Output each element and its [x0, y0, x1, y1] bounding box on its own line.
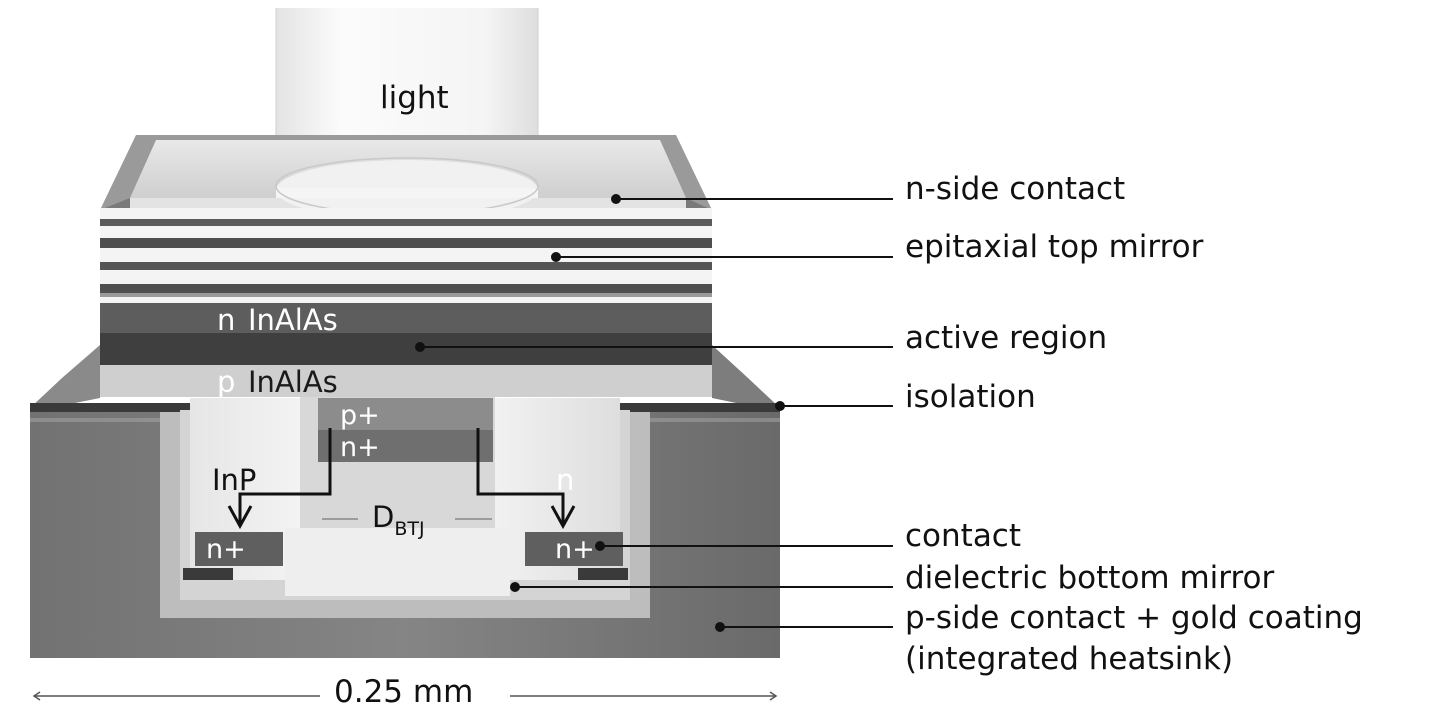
n-side-contact	[100, 135, 712, 220]
n-inalas-layer	[100, 303, 712, 333]
dbtj-label: DBTJ	[372, 500, 425, 540]
callout-p-side-contact: p-side contact + gold coating	[905, 600, 1363, 636]
callout-active-region: active region	[905, 320, 1108, 356]
n-inalas-label: InAlAs	[248, 303, 338, 337]
callout-epitaxial-top-mirror: epitaxial top mirror	[905, 229, 1204, 265]
callout-leaders	[415, 194, 893, 632]
dbtj-sub: BTJ	[394, 518, 424, 540]
scale-bar	[32, 691, 778, 701]
inp-label: InP	[212, 463, 256, 497]
n-plus-left-label: n+	[206, 534, 246, 565]
callout-n-side-contact: n-side contact	[905, 171, 1126, 207]
n-plus-top-label: n+	[340, 432, 380, 463]
dbtj-main: D	[372, 500, 394, 534]
scale-label: 0.25 mm	[334, 674, 474, 710]
p-plus-label: p+	[340, 400, 380, 431]
callout-contact: contact	[905, 518, 1022, 554]
p-inalas-prefix: p	[217, 365, 235, 399]
dbtj-dimension: DBTJ	[322, 500, 492, 540]
active-region-layer	[100, 333, 712, 365]
n-plus-contact-left	[195, 532, 283, 566]
n-plus-contact-right	[525, 532, 623, 566]
p-inalas-layer	[100, 365, 712, 397]
callout-dielectric-bottom-mirror: dielectric bottom mirror	[905, 560, 1275, 596]
callout-isolation: isolation	[905, 379, 1036, 415]
n-inalas-prefix: n	[217, 303, 235, 337]
n-region-label: n	[556, 463, 574, 497]
tunnel-junction	[318, 398, 493, 462]
callout-integrated-heatsink: (integrated heatsink)	[905, 641, 1234, 677]
light-label: light	[380, 80, 449, 116]
n-plus-right-label: n+	[555, 534, 595, 565]
p-inalas-label: InAlAs	[248, 365, 338, 399]
current-path-arrows	[227, 428, 576, 530]
